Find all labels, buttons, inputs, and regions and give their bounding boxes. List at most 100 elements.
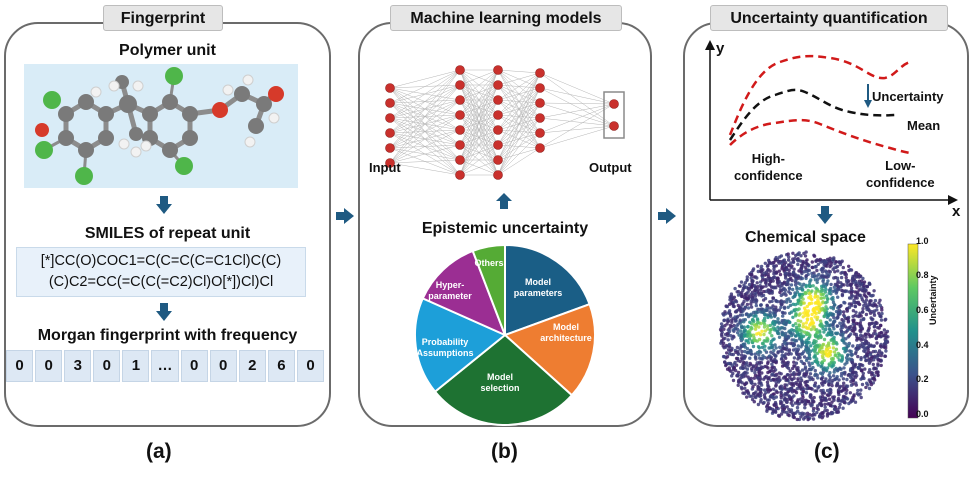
chemical-space-point — [778, 327, 782, 331]
chemical-space-point — [834, 347, 839, 351]
chemical-space-point — [836, 295, 840, 299]
smiles-title: SMILES of repeat unit — [84, 225, 251, 242]
chemical-space-point — [805, 258, 809, 262]
chemical-space-point — [863, 332, 868, 336]
chemical-space-point — [819, 389, 823, 393]
chemical-space-point — [766, 276, 770, 280]
chemical-space-point — [836, 310, 840, 315]
chemical-space-point — [768, 323, 772, 328]
chemical-space-point — [749, 352, 753, 356]
chemical-space-point — [774, 286, 778, 290]
chemical-space-point — [756, 264, 760, 268]
chemical-space-point — [867, 308, 871, 313]
chemical-space-title: Chemical space — [745, 229, 866, 246]
chemical-space-point — [884, 317, 888, 321]
chemical-space-point — [759, 303, 763, 307]
chemical-space-point — [807, 386, 812, 390]
chemical-space-point — [763, 319, 767, 323]
chemical-space-point — [786, 279, 790, 283]
chemical-space-point — [786, 373, 790, 377]
chemical-space-point — [782, 407, 786, 411]
network-edge — [497, 72, 541, 161]
chemical-space-point — [811, 284, 815, 288]
chemical-space-point — [752, 400, 756, 404]
chemical-space-point — [877, 301, 881, 305]
chemical-space-point — [880, 311, 884, 316]
neuron-node — [385, 143, 395, 153]
neuron-node — [535, 98, 545, 108]
chemical-space-point — [811, 325, 815, 329]
chemical-space-point — [879, 314, 883, 319]
chemical-space-point — [827, 291, 831, 295]
chemical-space-point — [729, 352, 734, 357]
chemical-space-point — [801, 325, 805, 329]
chemical-space-point — [769, 279, 773, 284]
chemical-space-point — [873, 298, 878, 303]
neuron-node — [385, 83, 395, 93]
chemical-space-point — [754, 363, 759, 367]
chemical-space-point — [832, 285, 836, 289]
chemical-space-point — [757, 367, 762, 372]
chemical-space-point — [772, 272, 776, 276]
chemical-space-point — [747, 282, 752, 287]
chemical-space-point — [776, 350, 780, 354]
chemical-space-point — [765, 407, 769, 412]
chemical-space-point — [815, 359, 819, 363]
chemical-space-point — [882, 328, 887, 332]
chemical-space-point — [746, 306, 751, 310]
chemical-space-point — [850, 353, 854, 357]
chemical-space-point — [816, 295, 820, 299]
chemical-space-point — [824, 320, 828, 325]
chemical-space-point — [739, 280, 744, 284]
chemical-space-point — [800, 335, 804, 339]
chemical-space-point — [788, 320, 792, 325]
chemical-space-point — [765, 303, 769, 307]
chemical-space-point — [850, 360, 855, 365]
chemical-space-point — [797, 269, 801, 273]
chemical-space-point — [813, 381, 818, 385]
chemical-space-point — [774, 380, 778, 384]
network-edge — [459, 69, 499, 101]
pie-slice-label: Others — [474, 258, 503, 268]
chemical-space-point — [755, 332, 759, 336]
chemical-space-point — [845, 358, 849, 363]
network-edge — [459, 69, 499, 116]
chemical-space-point — [873, 329, 877, 333]
chemical-space-point — [725, 367, 730, 371]
chemical-space-point — [751, 297, 755, 301]
neuron-node — [455, 125, 465, 135]
chemical-space-point — [842, 283, 846, 287]
chemical-space-point — [804, 358, 809, 363]
chemical-space-point — [786, 252, 790, 256]
chemical-space-point — [828, 403, 833, 408]
chemical-space-point — [821, 383, 825, 387]
chemical-space-point — [758, 350, 763, 354]
chemical-space-point — [738, 318, 742, 322]
low-confidence-line-1: Low- — [885, 158, 916, 173]
chemical-space-point — [787, 255, 791, 259]
network-neurons — [385, 65, 619, 180]
chemical-space-point — [805, 331, 809, 335]
chemical-space-point — [809, 368, 813, 372]
chemical-space-point — [816, 277, 820, 282]
network-edge — [459, 159, 499, 176]
chemical-space-point — [799, 415, 803, 419]
network-edge — [497, 72, 541, 116]
network-edge — [539, 87, 615, 127]
chemical-space-point — [859, 356, 863, 360]
ml-models-tab-title: Machine learning models — [390, 5, 622, 31]
chemical-space-point — [866, 291, 870, 295]
chemical-space-point — [782, 318, 786, 323]
network-edge — [539, 103, 615, 119]
chemical-space-point — [852, 319, 856, 324]
chemical-space-point — [820, 296, 824, 300]
chemical-space-point — [860, 382, 865, 387]
chemical-space-point — [856, 393, 861, 397]
chemical-space-point — [843, 362, 847, 366]
chemical-space-point — [841, 265, 845, 270]
chemical-space-point — [794, 390, 799, 395]
chemical-space-point — [806, 288, 810, 293]
chemical-space-point — [801, 322, 805, 326]
neuron-node — [455, 65, 465, 75]
